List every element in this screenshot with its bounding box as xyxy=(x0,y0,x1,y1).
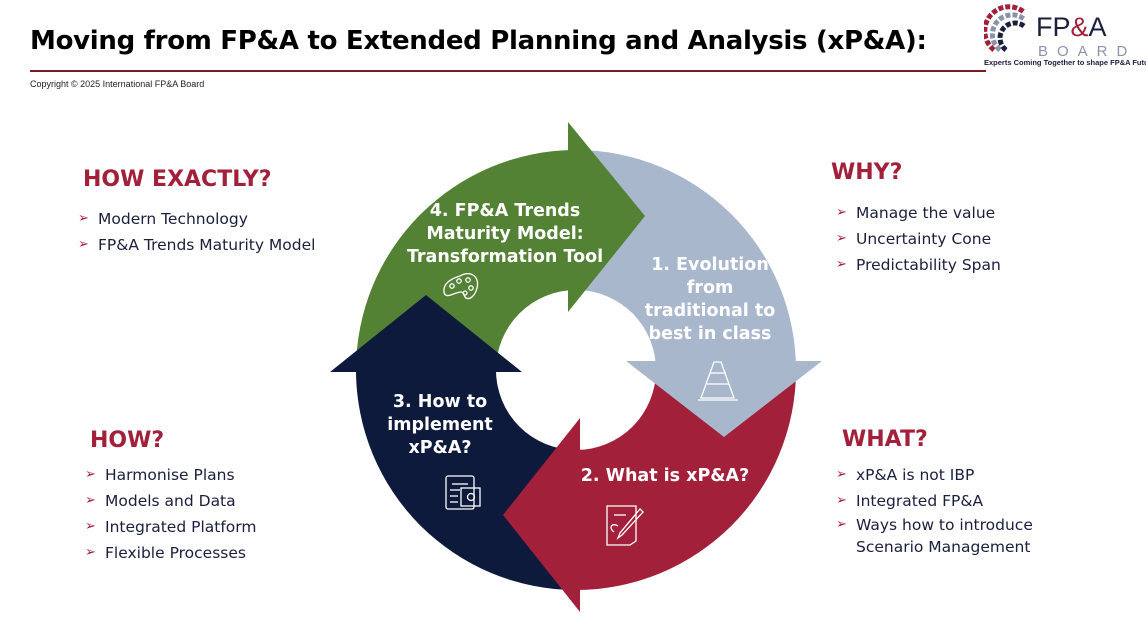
step1-label: 1. Evolution from traditional to best in… xyxy=(644,255,776,344)
bullet-arrow-icon: ➢ xyxy=(85,493,96,508)
bullet-arrow-icon: ➢ xyxy=(836,493,847,508)
logo-mark-icon: FP&A BOARD xyxy=(982,4,1136,60)
step4-label: 4. FP&A Trends Maturity Model: Transform… xyxy=(406,201,604,267)
how-exactly-heading: HOW EXACTLY? xyxy=(83,167,272,192)
why-list: ➢Manage the value ➢Uncertainty Cone ➢Pre… xyxy=(836,200,1001,278)
fpa-board-logo: FP&A BOARD Experts Coming Together to sh… xyxy=(982,4,1146,70)
how-heading: HOW? xyxy=(90,428,165,453)
bullet-arrow-icon: ➢ xyxy=(836,467,847,482)
list-item: ➢Models and Data xyxy=(85,488,256,514)
bullet-arrow-icon: ➢ xyxy=(836,257,847,272)
svg-text:FP&A: FP&A xyxy=(1036,12,1107,42)
palette-icon xyxy=(443,273,479,300)
list-item: ➢Predictability Span xyxy=(836,252,1001,278)
list-item: ➢Harmonise Plans xyxy=(85,462,256,488)
bullet-arrow-icon: ➢ xyxy=(78,211,89,226)
list-item: ➢Integrated Platform xyxy=(85,514,256,540)
document-pen-icon xyxy=(606,505,644,546)
what-list: ➢xP&A is not IBP ➢Integrated FP&A ➢Ways … xyxy=(836,462,1056,558)
bullet-arrow-icon: ➢ xyxy=(836,231,847,246)
bullet-arrow-icon: ➢ xyxy=(85,467,96,482)
step3-arrowhead xyxy=(330,295,522,372)
bullet-arrow-icon: ➢ xyxy=(85,545,96,560)
list-item: ➢Flexible Processes xyxy=(85,540,256,566)
step1-arrowhead xyxy=(626,361,822,437)
list-item: ➢Ways how to introduce Scenario Manageme… xyxy=(836,516,1033,556)
bullet-arrow-icon: ➢ xyxy=(78,237,89,252)
step2-arc xyxy=(576,370,796,590)
how-exactly-list: ➢Modern Technology ➢FP&A Trends Maturity… xyxy=(78,206,315,258)
title-divider xyxy=(30,70,986,72)
logo-tagline: Experts Coming Together to shape FP&A Fu… xyxy=(984,58,1146,67)
list-item: ➢Manage the value xyxy=(836,200,1001,226)
why-heading: WHY? xyxy=(831,160,903,185)
list-item: ➢xP&A is not IBP xyxy=(836,462,1056,488)
bullet-arrow-icon: ➢ xyxy=(836,517,847,532)
step4-arrowhead xyxy=(568,122,645,312)
list-item: ➢FP&A Trends Maturity Model xyxy=(78,232,315,258)
bullet-arrow-icon: ➢ xyxy=(85,519,96,534)
clipboard-gear-icon xyxy=(445,475,481,510)
how-list: ➢Harmonise Plans ➢Models and Data ➢Integ… xyxy=(85,462,256,566)
bullet-arrow-icon: ➢ xyxy=(836,205,847,220)
list-item: ➢Integrated FP&A xyxy=(836,488,1056,514)
list-item: ➢Modern Technology xyxy=(78,206,315,232)
copyright: Copyright © 2025 International FP&A Boar… xyxy=(30,79,205,89)
list-item: ➢Uncertainty Cone xyxy=(836,226,1001,252)
step3-label: 3. How to implement xP&A? xyxy=(387,392,493,458)
page-title: Moving from FP&A to Extended Planning an… xyxy=(30,26,927,56)
traffic-cone-icon xyxy=(698,361,738,401)
svg-text:BOARD: BOARD xyxy=(1038,43,1136,60)
step2-label: 2. What is xP&A? xyxy=(580,466,750,486)
step2-arrowhead xyxy=(503,418,580,612)
what-heading: WHAT? xyxy=(842,427,928,452)
